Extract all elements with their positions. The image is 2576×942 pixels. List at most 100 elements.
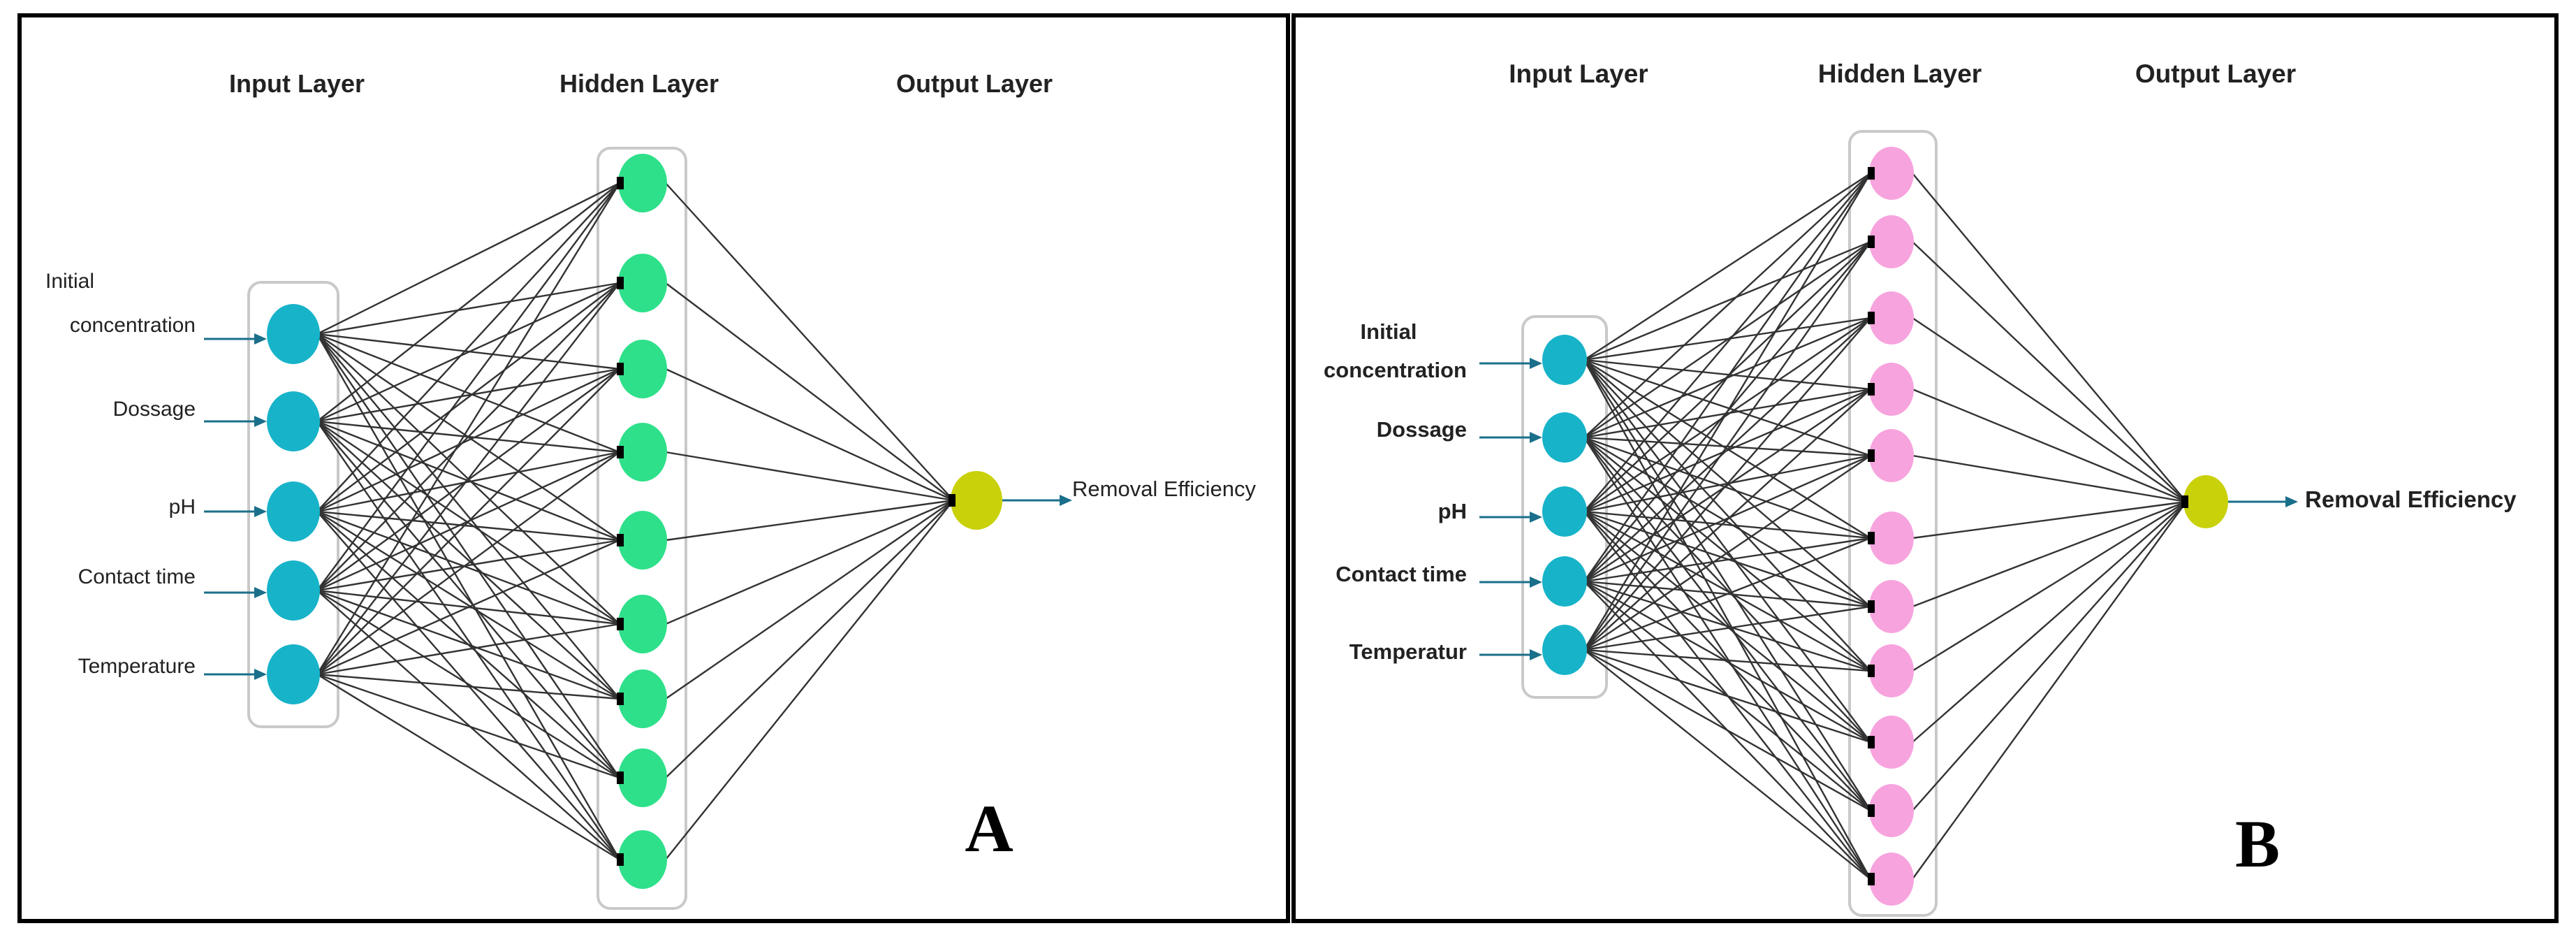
connection-edge (1583, 241, 1871, 438)
connector-mark (1868, 736, 1875, 748)
connection-edge (316, 510, 620, 625)
connection-edge (1912, 241, 2187, 502)
connector-mark (617, 177, 624, 189)
hidden-node-9 (1869, 716, 1914, 769)
connection-edge (1583, 240, 1871, 361)
hidden-node-4 (618, 423, 667, 481)
input-label-3: pH (169, 495, 196, 519)
connection-edge (316, 421, 620, 860)
connector-mark (1868, 665, 1875, 677)
input-node-5 (267, 644, 320, 704)
connection-edge (1583, 173, 1872, 651)
connection-edge (1912, 500, 2187, 608)
connector-mark (1868, 600, 1875, 613)
connector-mark (1868, 312, 1875, 324)
connection-edge (1583, 173, 1871, 582)
hidden-node-3 (1869, 291, 1914, 345)
connection-edge (1583, 317, 1871, 651)
connection-edge (665, 499, 954, 542)
input-label-3: pH (1438, 499, 1467, 523)
connector-mark (1868, 167, 1875, 180)
output-arrow-head (1060, 495, 1072, 506)
connection-edge (665, 368, 954, 502)
connector-mark (617, 363, 624, 375)
connection-edge (665, 500, 954, 778)
input-node-4 (267, 560, 320, 621)
input-node-2 (1542, 412, 1587, 463)
connection-edge (1583, 437, 1871, 811)
hidden-node-6 (1869, 512, 1914, 565)
connector-mark (617, 446, 624, 458)
input-label-2-arrow-head (1530, 432, 1542, 443)
connection-edge (665, 499, 954, 625)
connection-edge (316, 589, 620, 779)
connection-edge (1583, 537, 1871, 583)
output-node (2183, 475, 2228, 528)
input-label-5-arrow-head (254, 669, 267, 680)
header-output-layer: Output Layer (896, 69, 1053, 98)
connection-edge (316, 623, 620, 676)
hidden-node-11 (1869, 853, 1914, 906)
input-label-4: Contact time (78, 565, 196, 588)
connection-edge (1583, 173, 1871, 512)
connection-edge (1583, 359, 1871, 672)
connection-edge (316, 333, 620, 700)
output-node (951, 471, 1002, 530)
connection-edge (665, 451, 954, 502)
output-label: Removal Efficiency (1072, 477, 1257, 501)
connector-mark (617, 771, 624, 784)
connector-mark (1868, 236, 1875, 248)
header-input-layer: Input Layer (229, 69, 365, 98)
connection-edge (316, 420, 620, 542)
connector-mark (1868, 449, 1875, 462)
header-output-layer: Output Layer (2135, 59, 2296, 88)
hidden-node-10 (1869, 784, 1914, 837)
input-label-2: Dossage (113, 398, 196, 421)
connection-edge (1583, 537, 1871, 651)
input-label-3-arrow-head (254, 506, 267, 517)
panel-letter: A (965, 791, 1013, 866)
hidden-node-1 (618, 154, 667, 212)
connection-edge (316, 510, 620, 542)
input-label-4-arrow-head (1530, 577, 1542, 588)
header-hidden-layer: Hidden Layer (559, 69, 719, 98)
connection-edge (1583, 649, 1871, 880)
edges-input-hidden (1583, 172, 1872, 880)
connection-edge (1583, 317, 1871, 512)
connection-edge (316, 539, 620, 676)
connection-edge (1583, 358, 1871, 391)
hidden-node-4 (1869, 363, 1914, 416)
connector-mark (2181, 495, 2188, 508)
connection-edge (1583, 648, 1871, 672)
connection-edge (316, 368, 620, 423)
connection-edge (1583, 437, 1872, 880)
connection-edge (1583, 389, 1871, 582)
connection-edge (316, 510, 620, 700)
connection-edge (316, 182, 620, 591)
input-label-2-arrow-head (254, 416, 267, 427)
connection-edge (1583, 388, 1871, 439)
connection-edge (316, 182, 620, 335)
connection-edge (316, 333, 620, 778)
connection-edge (1583, 648, 1871, 744)
edges-input-hidden (316, 182, 621, 861)
connector-mark (949, 494, 956, 507)
input-node-4 (1542, 556, 1587, 607)
connection-edge (1583, 359, 1872, 880)
connection-edge (1912, 500, 2187, 539)
connection-edge (1583, 172, 1871, 361)
input-label-1-arrow-head (254, 333, 267, 345)
connection-edge (1583, 437, 1871, 743)
connection-edge (1912, 173, 2187, 502)
connection-edge (1583, 510, 1871, 539)
hidden-node-2 (618, 254, 667, 312)
input-label-4-arrow-head (254, 587, 267, 598)
connection-edge (1912, 500, 2187, 672)
connection-edge (1912, 454, 2187, 503)
connection-edge (1583, 580, 1871, 744)
connection-edge (316, 421, 620, 778)
connection-edge (665, 182, 954, 501)
